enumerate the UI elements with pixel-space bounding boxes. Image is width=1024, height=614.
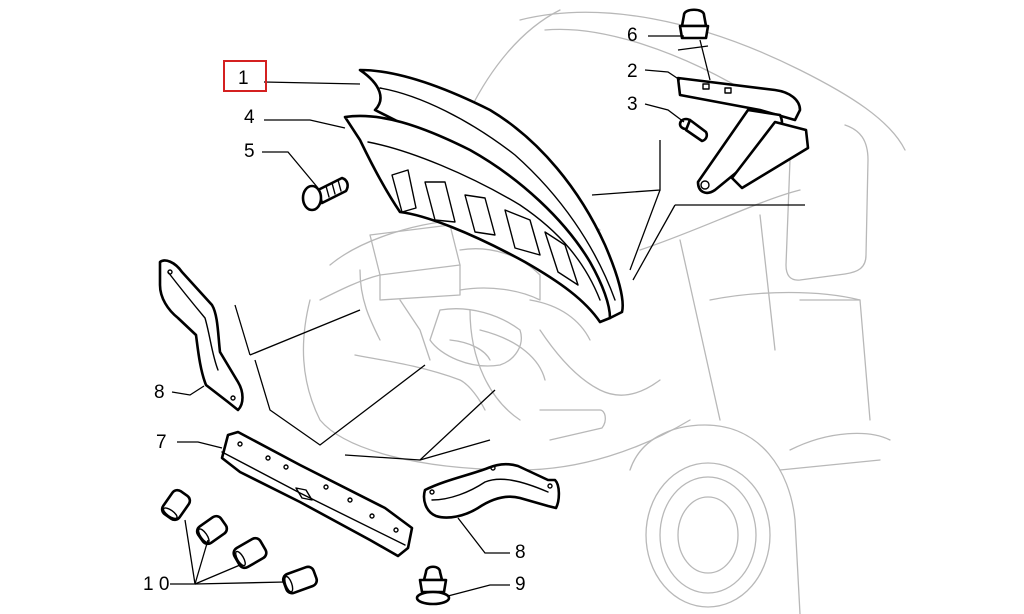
assembly-lines <box>234 140 805 461</box>
part-4-hood-inner-frame[interactable] <box>343 114 612 324</box>
callout-labels: 1 2 3 4 5 6 7 8 8 9 1 0 <box>143 25 638 595</box>
callout-2: 2 <box>627 61 638 82</box>
callout-10: 1 0 <box>143 574 169 595</box>
part-3-hinge-bolt[interactable] <box>678 117 709 143</box>
part-7-cross-member[interactable] <box>220 430 414 558</box>
callout-3: 3 <box>627 94 638 115</box>
part-9-clip[interactable] <box>415 565 451 606</box>
callout-6: 6 <box>627 25 638 46</box>
callout-8-left: 8 <box>154 382 165 403</box>
part-8-left-bracket[interactable] <box>158 259 244 412</box>
callout-7: 7 <box>156 432 167 453</box>
callout-9: 9 <box>515 574 526 595</box>
callout-1: 1 <box>238 68 249 89</box>
part-10-rubber-plugs[interactable] <box>160 488 319 595</box>
part-2-hood-hinge[interactable] <box>676 39 810 195</box>
part-5-fastener[interactable] <box>301 176 349 212</box>
vehicle-body-outline <box>302 9 906 614</box>
callout-5: 5 <box>244 141 255 162</box>
part-6-bump-stop[interactable] <box>678 8 710 40</box>
callout-8-right: 8 <box>515 542 526 563</box>
callout-1-highlight-box <box>223 60 267 92</box>
callout-leaders <box>170 35 685 597</box>
callout-4: 4 <box>244 107 255 128</box>
part-8-right-bracket[interactable] <box>422 462 561 519</box>
